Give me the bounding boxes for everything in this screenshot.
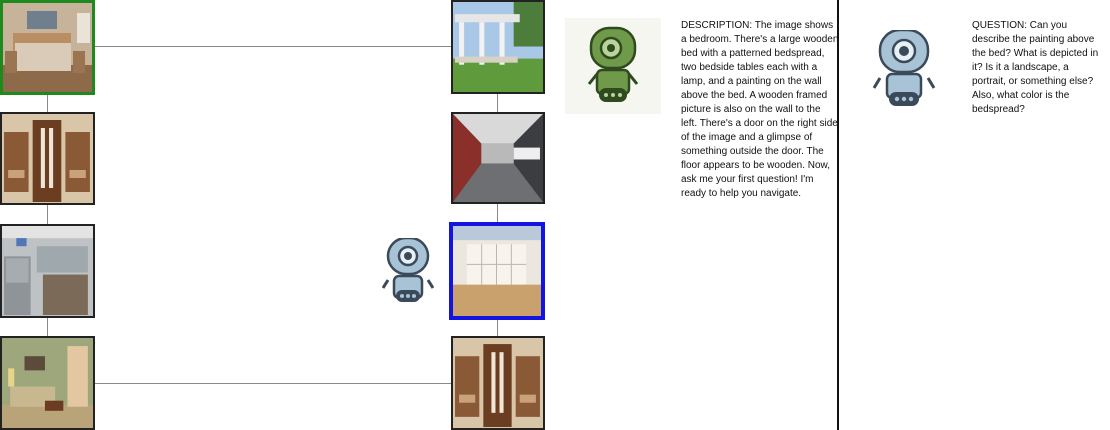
graph-node-sunroom-current[interactable] — [449, 222, 545, 320]
green-robot-icon — [587, 26, 639, 102]
graph-node-living-room[interactable] — [0, 336, 95, 430]
graph-edge — [497, 94, 498, 112]
bedroom-thumbnail — [3, 3, 92, 92]
graph-edge — [47, 95, 48, 113]
graph-node-closet[interactable] — [0, 112, 95, 205]
graph-edge — [497, 320, 498, 336]
description-text: DESCRIPTION: The image shows a bedroom. … — [681, 20, 839, 199]
graph-edge — [47, 318, 48, 338]
blue-robot-icon — [872, 30, 936, 106]
closet-thumbnail — [2, 114, 93, 203]
graph-node-closet-2[interactable] — [451, 336, 545, 430]
kitchen-thumbnail — [2, 226, 93, 316]
living-room-thumbnail — [2, 338, 93, 428]
graph-node-basement-kitchen[interactable] — [0, 224, 95, 318]
graph-edge — [95, 46, 451, 47]
graph-node-bedroom-start[interactable] — [0, 0, 95, 95]
graph-edge — [47, 205, 48, 225]
graph-node-exterior-deck[interactable] — [451, 0, 545, 94]
graph-edge — [497, 204, 498, 222]
panel-divider — [837, 0, 839, 430]
graph-edge — [95, 383, 451, 384]
sunroom-thumbnail — [453, 226, 541, 316]
hallway-thumbnail — [453, 114, 543, 202]
agent-robot-icon — [382, 238, 434, 302]
question-text: QUESTION: Can you describe the painting … — [972, 20, 1099, 115]
graph-node-hallway[interactable] — [451, 112, 545, 204]
deck-thumbnail — [453, 2, 543, 92]
description-avatar-box — [565, 18, 661, 114]
closet-thumbnail — [453, 338, 543, 428]
